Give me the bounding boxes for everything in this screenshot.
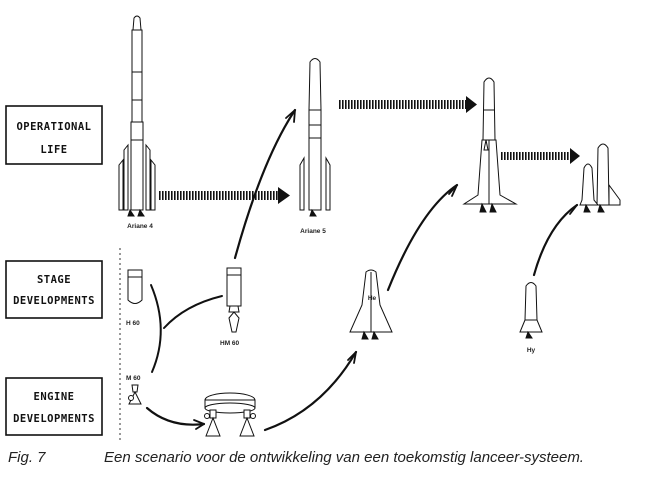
hermes-shuttle-icon	[349, 269, 393, 340]
row-label-stage: STAGE	[37, 274, 71, 286]
h60-label: H 60	[126, 320, 140, 327]
row-label-engine-developments: DEVELOPMENTS	[13, 413, 95, 425]
hm60-stage-icon	[226, 267, 242, 333]
arrow-hermes-to-ariane5-hermes	[386, 183, 459, 292]
ariane4-rocket-icon	[118, 15, 156, 217]
ariane5-rocket-icon	[299, 58, 331, 217]
future-launcher-icon	[579, 143, 621, 213]
row-label-engine: ENGINE	[34, 391, 75, 403]
figure-number: Fig. 7	[8, 449, 46, 466]
ariane4-label: Ariane 4	[127, 223, 153, 230]
hm60-label: HM 60	[220, 340, 240, 347]
m60-label: M 60	[126, 375, 141, 382]
development-arrows	[145, 108, 579, 432]
row-box-engine-developments: ENGINE DEVELOPMENTS	[5, 377, 103, 436]
row-label-operational: OPERATIONAL	[16, 121, 91, 133]
arrow-cluster-to-hermes	[263, 350, 358, 432]
arrow-ariane5-to-hermes	[338, 96, 477, 113]
arrow-hy-to-future	[532, 203, 579, 277]
row-box-operational-life: OPERATIONAL LIFE	[5, 105, 103, 165]
arrow-h60-to-ariane	[150, 284, 162, 373]
row-label-stage-developments: DEVELOPMENTS	[13, 295, 95, 307]
row-label-life: LIFE	[40, 144, 67, 156]
ariane5-label: Ariane 5	[300, 228, 326, 235]
engine-cluster-icon	[204, 392, 256, 437]
m60-engine-icon	[128, 384, 142, 405]
hermes-label: He	[368, 295, 377, 302]
ariane5-hermes-icon	[462, 77, 518, 213]
arrow-hm60-to-ariane5	[233, 108, 297, 260]
h60-stage-icon	[127, 269, 143, 304]
hy-label: Hy	[527, 347, 536, 354]
arrow-m60-to-cluster	[145, 406, 206, 426]
hy-vehicle-icon	[519, 282, 543, 339]
arrow-hermes-to-future	[500, 148, 580, 164]
arrow-ariane4-to-ariane5	[158, 187, 290, 204]
arrow-hm60-link	[163, 295, 223, 329]
row-box-stage-developments: STAGE DEVELOPMENTS	[5, 260, 103, 319]
caption-text: Een scenario voor de ontwikkeling van ee…	[104, 449, 584, 466]
